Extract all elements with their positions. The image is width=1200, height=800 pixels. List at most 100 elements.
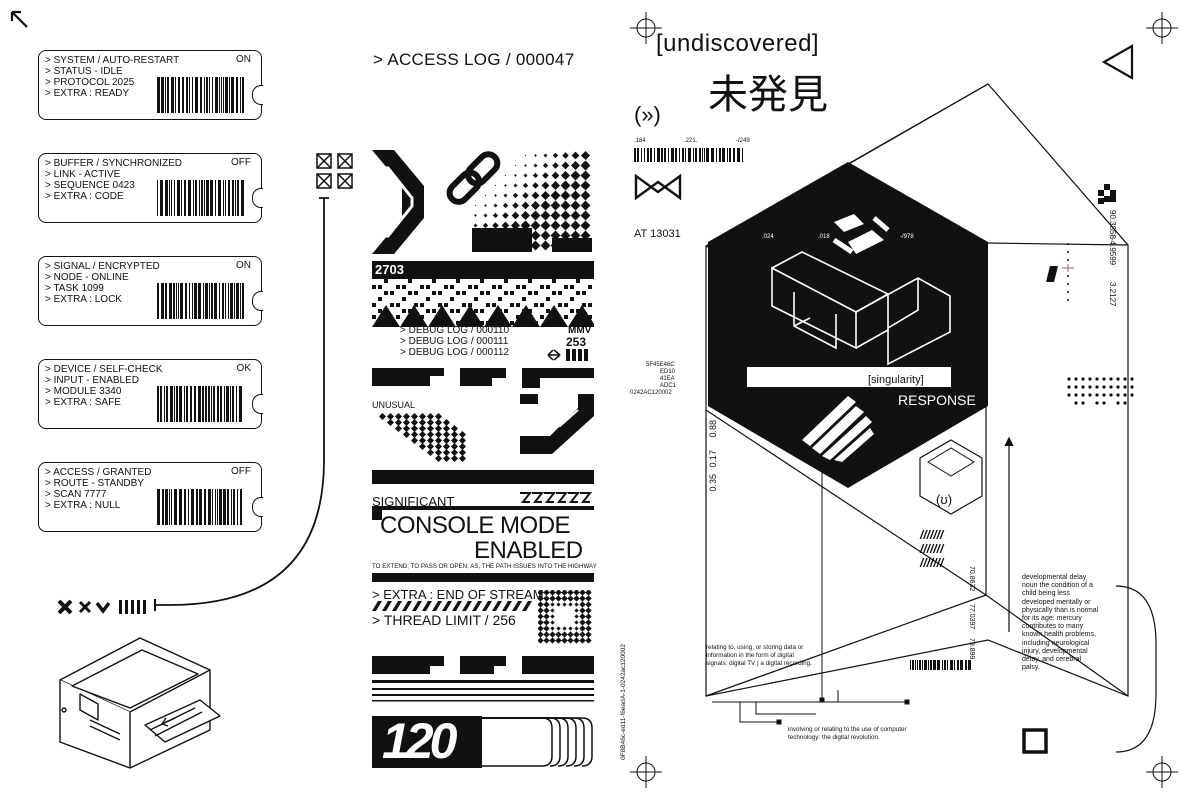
arrow-up-left-icon [10,10,28,28]
big-number-box [372,716,482,768]
bar [372,470,594,484]
quote-glyph: (») [634,102,661,127]
bar [372,573,594,582]
at-label: AT 13031 [634,228,681,240]
code-mmv: MMV [568,325,592,336]
tag-line: > ACCESS / GRANTED [45,467,152,478]
barcode-icon [157,386,242,422]
triangle-left-icon [1101,44,1134,80]
small-number: -/249 [736,138,750,144]
hazard-stripes [372,601,532,611]
thread-limit: > THREAD LIMIT / 256 [372,612,516,628]
tag-line: > SEQUENCE 0423 [45,180,135,191]
tag-line: > SCAN 7777 [45,489,107,500]
stacked-tabs [482,717,593,767]
small-number: .221. [684,138,698,144]
tag-status: OFF [231,157,251,168]
kanji-title: 未発見 [708,72,828,118]
vertical-number: 70.8632 [968,566,975,592]
arrow-up-line [1004,436,1014,632]
hexagon-graphic [708,162,988,488]
tag-card[interactable]: > ACCESS / GRANTED OFF > ROUTE - STANDBY… [38,462,263,532]
small-number: .184 [634,138,646,144]
dither-square [538,590,592,644]
undiscovered-title: [undiscovered] [656,30,820,57]
access-log-title: > ACCESS LOG / 000047 [373,50,575,69]
tag-card[interactable]: > SYSTEM / AUTO-RESTART ON > STATUS - ID… [38,50,263,120]
label-significant: SIGNIFICANT [372,494,455,509]
tag-line: > INPUT - ENABLED [45,375,140,386]
dotted-marks [1046,243,1074,301]
pattern-band [372,279,594,327]
graphic-block-mid [372,368,594,463]
response-label: RESPONSE [898,392,976,408]
tag-card[interactable]: > BUFFER / SYNCHRONIZED OFF > LINK - ACT… [38,153,263,223]
tag-line: > EXTRA : CODE [45,191,124,202]
tag-line: > EXTRA : LOCK [45,294,122,305]
tag-status: ON [236,54,251,65]
debug-line: > DEBUG LOG / 000111 [400,336,509,347]
console-title-1: CONSOLE MODE [380,512,571,539]
z-pattern-icon [520,492,593,503]
crosshair-icon [1146,12,1178,44]
crosshair-icon [630,756,662,788]
digital-definition: relating to, using, or storing data or i… [706,644,812,667]
computer-definition: involving or relating to the use of comp… [788,726,907,741]
graphic-block-bottom [372,656,594,702]
vertical-number: 0.17 [708,450,718,468]
side-number: 90.3858 [1108,210,1117,239]
bowtie-icon [634,174,682,200]
debug-line: > DEBUG LOG / 000112 [400,347,510,358]
tag-line: > EXTRA : READY [45,88,130,99]
barcode-icon [157,283,244,319]
connector-line [154,153,353,611]
singularity-label: [singularity] [868,374,924,386]
definition-line: TO EXTEND; TO PASS OR OPEN; AS, THE PATH… [372,563,597,570]
tag-status: ON [236,260,251,271]
tag-line: > LINK - ACTIVE [45,169,121,180]
code-253: 253 [566,335,587,349]
printer-icon [59,637,221,769]
tag-line: > ROUTE - STANDBY [45,478,144,489]
small-hex-glyph: (ʊ) [936,492,953,507]
crosshair-icon [1146,756,1178,788]
big-number: 120 [382,713,457,769]
small-hexagon [919,439,983,515]
tag-line: > PROTOCOL 2025 [45,77,135,88]
vertical-number: 79.899 [968,638,975,660]
barcode-icon [157,77,244,113]
code-block: 0242AC120002 [630,390,672,396]
tag-line: > DEVICE / SELF-CHECK [45,364,163,375]
barcode-icon [157,489,242,525]
banner-number: 2703 [375,262,404,277]
glyph-row-icon [57,599,146,615]
vertical-number: 77.0397 [968,604,975,630]
tag-card[interactable]: > SIGNAL / ENCRYPTED ON > NODE - ONLINE … [38,256,263,326]
code-block: ADC1 [660,383,677,389]
side-number: 3.2127 [1108,282,1117,307]
developmental-definition: developmental delay noun the condition o… [1022,574,1099,672]
square-icon [1022,728,1048,754]
barcode-icon [634,148,743,162]
barcode-icon [910,660,971,670]
barcode-icon [157,180,244,216]
tag-line: > EXTRA : NULL [45,500,121,511]
code-block: 5F45E46C [646,362,675,368]
slashes: /////// [920,528,944,542]
tag-line: > EXTRA : SAFE [45,397,121,408]
dot-matrix [1067,377,1134,405]
extra-stream: > EXTRA : END OF STREAM [372,587,544,602]
hex-number: .018 [818,234,830,240]
singularity-bar [746,366,952,388]
crosshair-icon [630,12,662,44]
debug-line: > DEBUG LOG / 000110 [400,325,510,336]
tag-line: > BUFFER / SYNCHRONIZED [45,158,182,169]
pixel-glyph-icon [1098,184,1116,204]
tag-card[interactable]: > DEVICE / SELF-CHECK OK > INPUT - ENABL… [38,359,263,429]
slashes: /////// [920,542,944,556]
slashes: /////// [920,556,944,570]
vertical-code: 0F8B46c-ed11-f6eadA-1-0242ac120002 [620,644,627,760]
code-block: ED10 [660,369,676,375]
bar-decor [372,506,594,520]
banner-2703 [372,261,594,279]
